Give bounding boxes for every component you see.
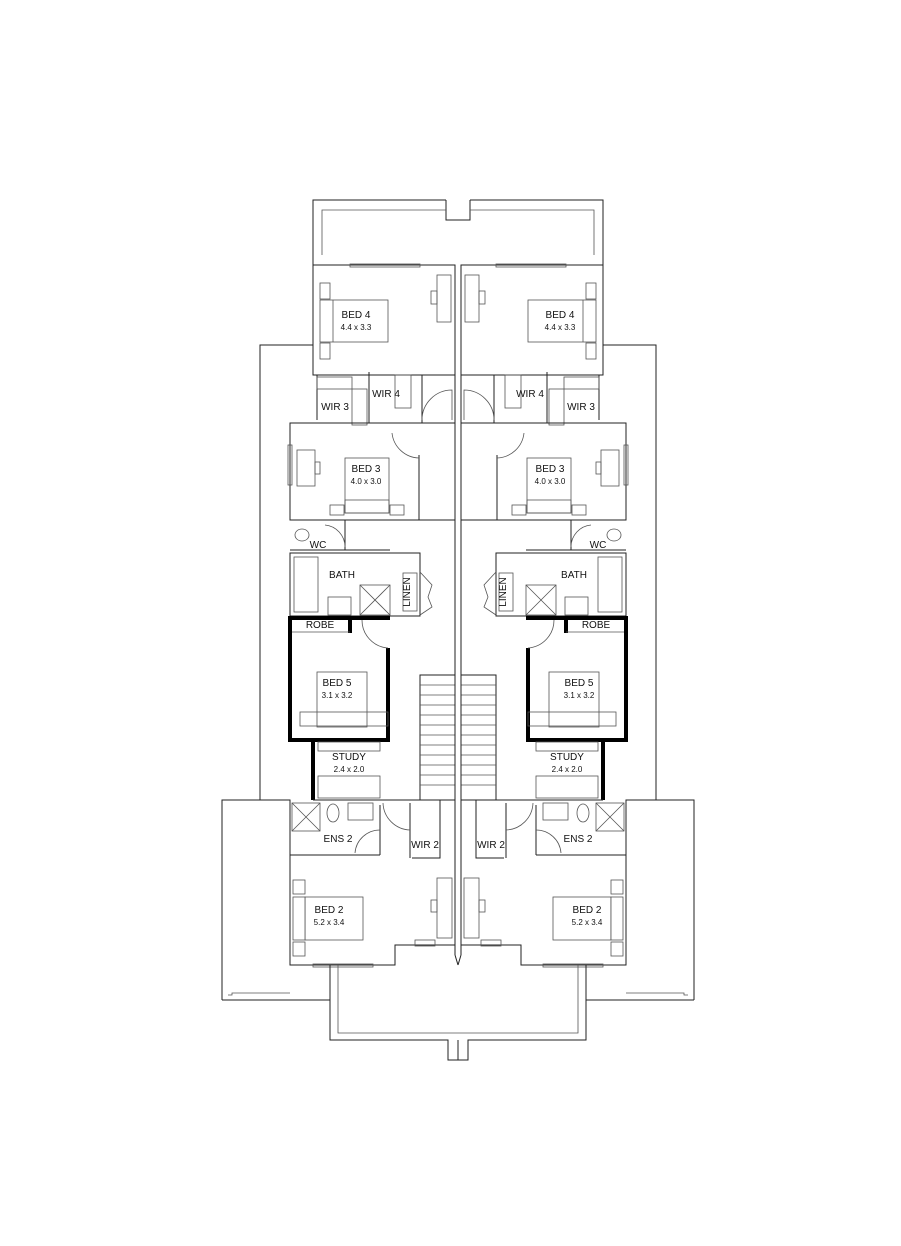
left-unit-bed4-dims: 4.4 x 3.3 xyxy=(341,323,372,332)
left-unit-ens2-label: ENS 2 xyxy=(324,834,353,845)
left-unit-wc-label: WC xyxy=(310,540,327,551)
left-unit-bed3-label: BED 3 xyxy=(352,464,381,475)
right-unit-wir4-label: WIR 4 xyxy=(516,389,544,400)
left-unit-bed2-label: BED 2 xyxy=(315,905,344,916)
left-unit-wir4-label: WIR 4 xyxy=(372,389,400,400)
right-unit-linen-label: LINEN xyxy=(498,577,509,606)
right-unit-wir3-label: WIR 3 xyxy=(567,402,595,413)
left-unit-bath-label: BATH xyxy=(329,570,355,581)
left-unit-bed3-dims: 4.0 x 3.0 xyxy=(351,477,382,486)
left-unit-study-label: STUDY xyxy=(332,752,366,763)
left-unit-robe-label: ROBE xyxy=(306,620,335,631)
right-unit-ens2-label: ENS 2 xyxy=(564,834,593,845)
right-unit-robe-label: ROBE xyxy=(582,620,611,631)
left-unit-wir2-label: WIR 2 xyxy=(411,840,439,851)
right-unit-wc-label: WC xyxy=(590,540,607,551)
left-unit-wir3-label: WIR 3 xyxy=(321,402,349,413)
left-unit-linen-label: LINEN xyxy=(402,577,413,606)
right-unit-bath-label: BATH xyxy=(561,570,587,581)
right-unit-bed4-dims: 4.4 x 3.3 xyxy=(545,323,576,332)
right-unit-bed5-label: BED 5 xyxy=(565,678,594,689)
left-unit-study-dims: 2.4 x 2.0 xyxy=(334,765,365,774)
right-unit-study-label: STUDY xyxy=(550,752,584,763)
left-unit-bed4-label: BED 4 xyxy=(342,310,371,321)
left-unit-bed5-dims: 3.1 x 3.2 xyxy=(322,691,353,700)
right-unit-bed2-label: BED 2 xyxy=(573,905,602,916)
right-unit-bed5-dims: 3.1 x 3.2 xyxy=(564,691,595,700)
right-unit-wir2-label: WIR 2 xyxy=(477,840,505,851)
left-unit-bed5-label: BED 5 xyxy=(323,678,352,689)
right-unit-bed2-dims: 5.2 x 3.4 xyxy=(572,918,603,927)
left-unit-bed2-dims: 5.2 x 3.4 xyxy=(314,918,345,927)
right-unit-bed3-label: BED 3 xyxy=(536,464,565,475)
right-unit-bed4-label: BED 4 xyxy=(546,310,575,321)
right-unit-walls xyxy=(456,198,696,1062)
right-unit-bed3-dims: 4.0 x 3.0 xyxy=(535,477,566,486)
right-unit-study-dims: 2.4 x 2.0 xyxy=(552,765,583,774)
